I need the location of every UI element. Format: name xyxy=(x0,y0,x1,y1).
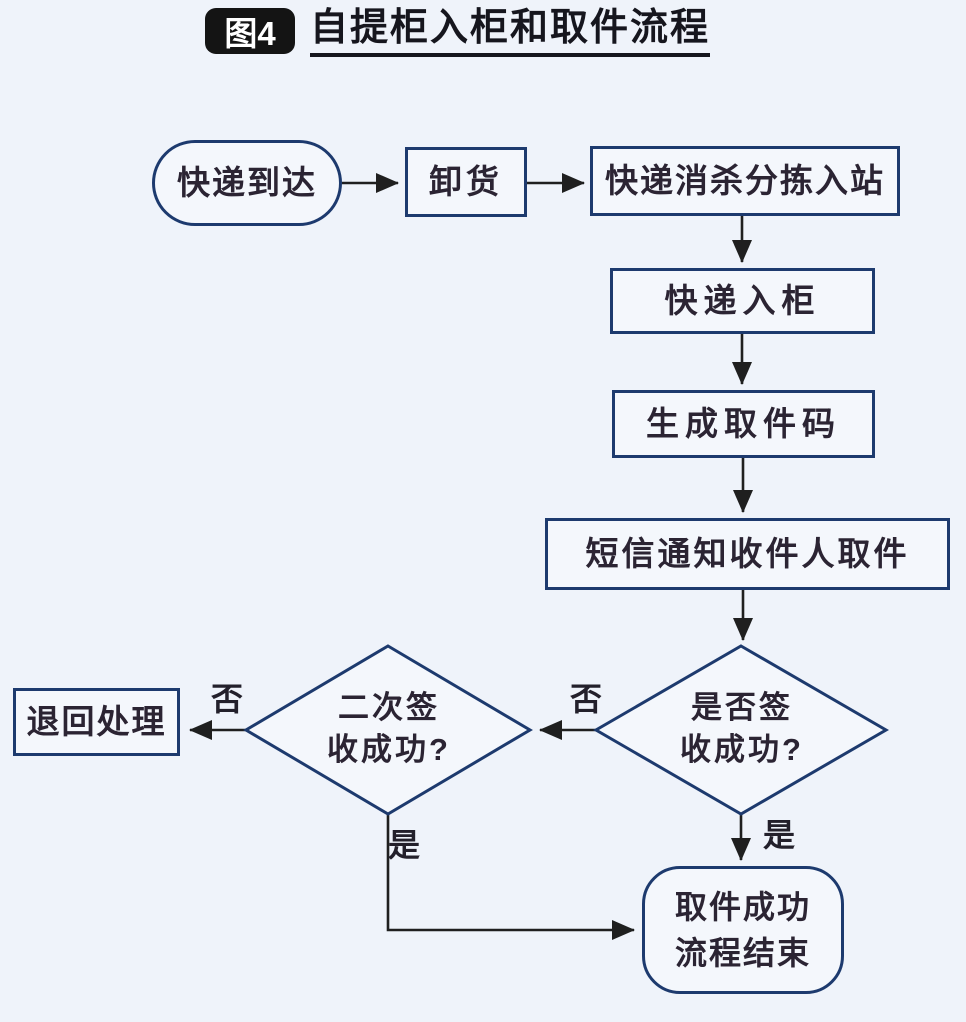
figure-badge-label: 图4 xyxy=(224,15,276,52)
diamond-second-check-label: 二次签 收成功? xyxy=(279,687,499,771)
figure-badge: 图4 xyxy=(205,8,295,54)
node-pickup-success-line1: 取件成功 xyxy=(674,888,811,925)
node-unload: 卸货 xyxy=(405,147,527,217)
node-sms-notify-label: 短信通知收件人取件 xyxy=(585,535,910,573)
node-unload-label: 卸货 xyxy=(429,163,503,201)
edge-label-yes-from-sign: 是 xyxy=(762,817,796,853)
diamond-second-check xyxy=(243,644,533,816)
diamond-second-check-line2: 收成功? xyxy=(327,732,451,767)
node-pickup-success-line2: 流程结束 xyxy=(674,935,811,971)
node-disinfect-sort-inbound: 快递消杀分拣入站 xyxy=(590,146,900,216)
node-disinfect-sort-inbound-label: 快递消杀分拣入站 xyxy=(605,162,885,200)
node-pickup-success-end: 取件成功 流程结束 xyxy=(642,866,844,994)
diamond-sign-check-line2: 收成功? xyxy=(680,732,804,767)
node-generate-pickup-code-label: 生成取件码 xyxy=(646,405,841,443)
node-return-processing-label: 退回处理 xyxy=(26,703,167,741)
edge-label-no-to-return: 否 xyxy=(210,681,244,717)
edge-label-yes-from-second: 是 xyxy=(387,827,421,863)
edge-label-no-to-second: 否 xyxy=(569,681,603,717)
node-express-arrival-label: 快递到达 xyxy=(177,164,317,202)
node-into-locker-label: 快递入柜 xyxy=(664,282,821,320)
node-return-processing: 退回处理 xyxy=(13,688,180,756)
node-into-locker: 快递入柜 xyxy=(610,268,875,334)
node-express-arrival: 快递到达 xyxy=(152,140,342,226)
page-title: 自提柜入柜和取件流程 xyxy=(310,7,711,57)
diamond-sign-check-label: 是否签 收成功? xyxy=(632,687,852,771)
node-generate-pickup-code: 生成取件码 xyxy=(612,390,875,458)
diamond-second-check-line1: 二次签 xyxy=(338,690,440,726)
diamond-sign-check-line1: 是否签 xyxy=(691,690,793,726)
diamond-sign-check xyxy=(593,644,889,816)
arrow-secondcheck-yes-to-success xyxy=(386,814,635,940)
node-sms-notify: 短信通知收件人取件 xyxy=(545,518,950,590)
